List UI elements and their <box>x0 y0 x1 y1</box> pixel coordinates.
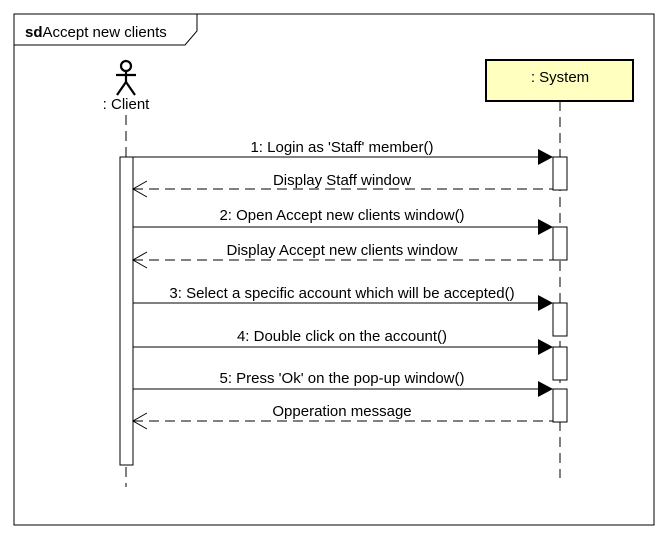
frame-keyword: sd <box>25 24 43 41</box>
arrowhead-filled <box>538 219 553 235</box>
system-activation <box>552 226 568 261</box>
frame-label: sdAccept new clients <box>25 24 167 41</box>
frame-name: Accept new clients <box>43 24 167 41</box>
system-lifeline-label: : System <box>531 69 589 86</box>
message-label: 5: Press 'Ok' on the pop-up window() <box>219 370 464 387</box>
diagram-frame <box>13 13 655 526</box>
actor-left-leg <box>116 81 127 96</box>
message-return: Display Staff window <box>131 172 553 198</box>
message-label: 3: Select a specific account which will … <box>169 285 514 302</box>
message-return: Opperation message <box>131 403 553 430</box>
system-activation <box>552 156 568 191</box>
message-call: 3: Select a specific account which will … <box>133 285 553 311</box>
arrowhead-filled <box>538 339 553 355</box>
arrowhead-open <box>131 251 148 269</box>
actor-right-leg <box>125 81 136 96</box>
message-call: 5: Press 'Ok' on the pop-up window() <box>133 370 553 397</box>
message-label: 4: Double click on the account() <box>237 328 447 345</box>
arrowhead-open <box>131 180 148 198</box>
message-label: Display Staff window <box>273 172 411 189</box>
system-activation <box>552 346 568 381</box>
message-call: 1: Login as 'Staff' member() <box>133 139 553 165</box>
arrowhead-filled <box>538 381 553 397</box>
actor-label: : Client <box>103 96 151 113</box>
arrowhead-filled <box>538 295 553 311</box>
message-label: Display Accept new clients window <box>227 242 458 259</box>
message-call: 2: Open Accept new clients window() <box>133 207 553 235</box>
actor-client <box>116 59 136 96</box>
message-label: Opperation message <box>272 403 411 420</box>
system-activation <box>552 302 568 337</box>
system-activation <box>552 388 568 423</box>
message-label: 1: Login as 'Staff' member() <box>250 139 433 156</box>
actor-head <box>119 59 133 73</box>
message-return: Display Accept new clients window <box>131 242 553 269</box>
message-label: 2: Open Accept new clients window() <box>219 207 464 224</box>
frame-label-tab <box>13 13 198 46</box>
arrowhead-filled <box>538 149 553 165</box>
message-call: 4: Double click on the account() <box>133 328 553 355</box>
client-activation <box>119 156 134 466</box>
arrowhead-open <box>131 412 148 430</box>
